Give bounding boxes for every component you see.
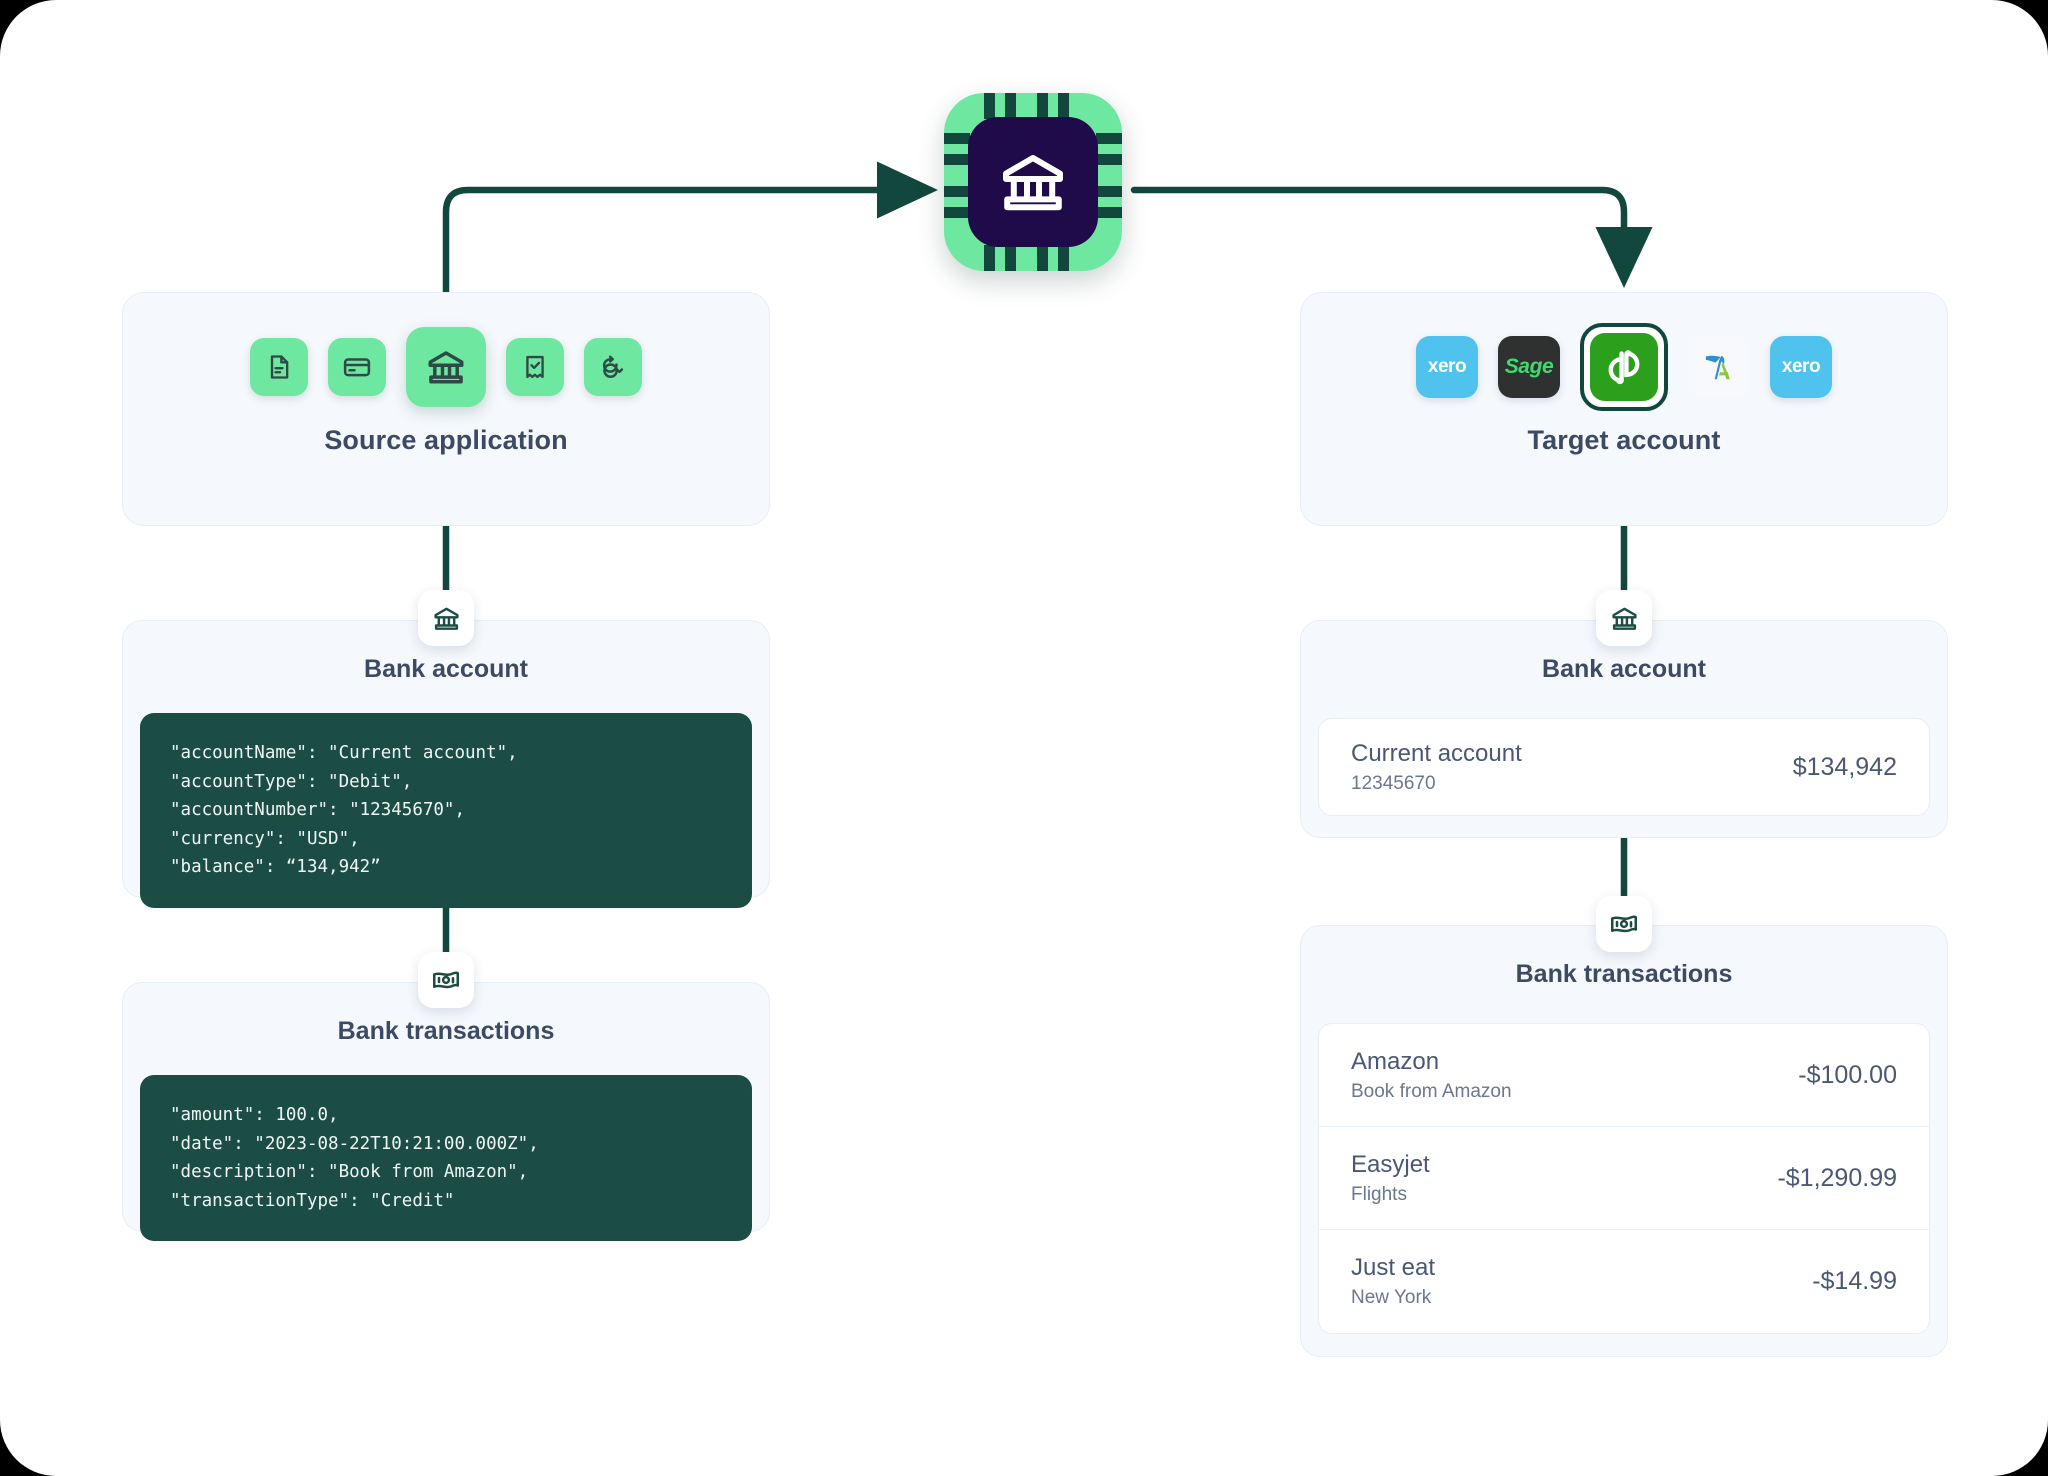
transaction-name: Just eat [1351,1254,1436,1281]
sage-logo-text: Sage [1504,355,1554,378]
source-tile-bank[interactable] [406,327,486,407]
sync-refresh-icon [602,355,623,378]
target-logo-quickbooks-selected[interactable] [1580,323,1668,411]
account-number: 12345670 [1351,772,1436,794]
bank-chip-node [944,93,1122,271]
target-panel-title: Target account [1527,425,1721,455]
bank-icon [433,607,459,630]
source-bank-account-title: Bank account [364,655,528,683]
account-name: Current account [1351,739,1522,767]
transaction-amount: -$100.00 [1798,1060,1897,1089]
bank-icon [428,351,464,384]
credit-card-icon [343,358,371,377]
target-bank-transactions-title: Bank transactions [1515,960,1733,988]
xero-logo-text: xero [1427,356,1467,377]
freeagent-logo-icon [1705,355,1730,380]
qb-glyph [1608,350,1640,385]
target-bank-account-list: Current account 12345670 $134,942 [1318,718,1930,816]
transaction-description: New York [1351,1287,1432,1308]
table-row[interactable]: Easyjet Flights -$1,290.99 [1319,1127,1929,1230]
source-tile-receipt[interactable] [506,338,564,396]
transaction-name: Amazon [1351,1047,1440,1075]
bank-icon [1611,607,1637,630]
receipt-check-icon [526,355,544,379]
table-row[interactable]: Just eat New York -$14.99 [1319,1230,1929,1333]
transaction-amount: -$1,290.99 [1777,1163,1897,1192]
source-tile-card[interactable] [328,338,386,396]
source-bank-transactions-title: Bank transactions [337,1017,555,1045]
target-logo-xero-1[interactable]: xero [1416,336,1478,398]
source-bank-account-badge [418,590,474,646]
target-bank-account-title: Bank account [1542,655,1706,683]
account-balance: $134,942 [1792,752,1897,781]
target-account-panel: xero Sage [1300,292,1948,526]
bank-account-row[interactable]: Current account 12345670 $134,942 [1319,719,1929,815]
source-panel-title: Source application [324,425,568,455]
xero-logo-text: xero [1781,356,1821,377]
target-logo-xero-2[interactable]: xero [1770,336,1832,398]
table-row[interactable]: Amazon Book from Amazon -$100.00 [1319,1024,1929,1127]
target-logo-freeagent[interactable] [1688,336,1750,398]
transaction-amount: -$14.99 [1812,1267,1897,1295]
target-logo-row: xero Sage [1301,309,1947,425]
target-bank-account-badge [1596,590,1652,646]
source-application-panel: Source application [122,292,770,526]
source-tile-document[interactable] [250,338,308,396]
source-tile-sync[interactable] [584,338,642,396]
target-transactions-list: Amazon Book from Amazon -$100.00 Easyjet… [1318,1023,1930,1334]
banknote-icon [433,971,459,989]
source-tile-row [123,309,769,425]
transaction-description: Book from Amazon [1351,1080,1512,1102]
banknote-icon [1611,915,1637,933]
bank-icon [1003,155,1063,211]
target-bank-transactions-badge [1596,896,1652,952]
quickbooks-logo-icon [1590,333,1658,401]
chip-core [968,117,1098,247]
document-icon [270,355,289,379]
chip-pins [944,93,1122,271]
source-bank-account-code: "accountName": "Current account", "accou… [140,713,752,908]
transaction-description: Flights [1351,1183,1407,1205]
source-bank-transactions-code: "amount": 100.0, "date": "2023-08-22T10:… [140,1075,752,1241]
transaction-name: Easyjet [1351,1150,1430,1178]
target-logo-sage[interactable]: Sage [1498,336,1560,398]
source-bank-transactions-badge [418,952,474,1008]
